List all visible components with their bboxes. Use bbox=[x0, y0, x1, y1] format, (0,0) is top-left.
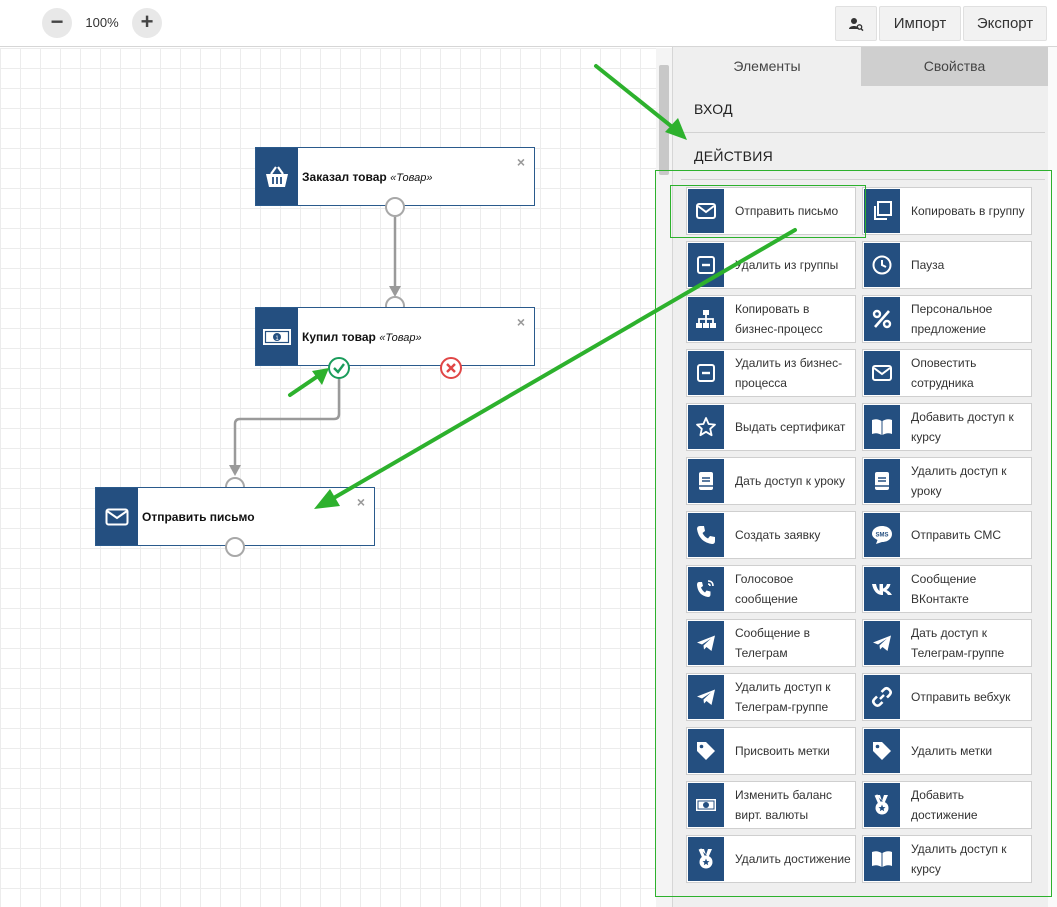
failure-port-icon[interactable] bbox=[439, 356, 463, 380]
action-card[interactable]: Отправить вебхук bbox=[862, 673, 1032, 721]
action-card[interactable]: Сообщение ВКонтакте bbox=[862, 565, 1032, 613]
action-card[interactable]: Удалить доступ к Телеграм-группе bbox=[686, 673, 856, 721]
action-card-label: Добавить достижение bbox=[911, 788, 978, 822]
lesson-icon bbox=[864, 459, 900, 503]
action-card-label: Отправить СМС bbox=[911, 528, 1002, 542]
zoom-out-button[interactable]: − bbox=[42, 8, 72, 38]
action-card[interactable]: Оповестить сотрудника bbox=[862, 349, 1032, 397]
envelope-icon bbox=[96, 488, 138, 545]
export-button[interactable]: Экспорт bbox=[963, 6, 1047, 41]
action-card-label: Удалить метки bbox=[911, 744, 993, 758]
node-close-button[interactable]: × bbox=[516, 154, 525, 170]
phone-icon bbox=[688, 513, 724, 557]
node-title: Заказал товар «Товар» bbox=[302, 170, 433, 184]
sms-icon: SMS bbox=[864, 513, 900, 557]
telegram-icon bbox=[688, 621, 724, 665]
action-card[interactable]: Удалить достижение bbox=[686, 835, 856, 883]
action-card-label: Присвоить метки bbox=[735, 744, 830, 758]
action-card[interactable]: Пауза bbox=[862, 241, 1032, 289]
book-icon bbox=[864, 405, 900, 449]
action-card[interactable]: Персональное предложение bbox=[862, 295, 1032, 343]
action-card[interactable]: Удалить метки bbox=[862, 727, 1032, 775]
action-card-label: Дать доступ к Телеграм-группе bbox=[911, 626, 1005, 660]
action-card[interactable]: Изменить баланс вирт. валюты bbox=[686, 781, 856, 829]
action-card-label: Создать заявку bbox=[735, 528, 821, 542]
money-icon: 1 bbox=[256, 308, 298, 365]
action-card-label: Копировать в группу bbox=[911, 204, 1025, 218]
zoom-level: 100% bbox=[85, 15, 119, 30]
zoom-in-button[interactable]: + bbox=[132, 8, 162, 38]
import-button[interactable]: Импорт bbox=[879, 6, 961, 41]
action-card-label: Удалить доступ к курсу bbox=[911, 842, 1007, 876]
action-card[interactable]: Копировать в группу bbox=[862, 187, 1032, 235]
section-input[interactable]: ВХОД bbox=[694, 101, 733, 117]
send-email-highlight-frame bbox=[670, 185, 866, 238]
telegram-icon bbox=[688, 675, 724, 719]
action-card[interactable]: Дать доступ к Телеграм-группе bbox=[862, 619, 1032, 667]
voice-call-icon bbox=[688, 567, 724, 611]
action-card[interactable]: Добавить доступ к курсу bbox=[862, 403, 1032, 451]
copy-icon bbox=[864, 189, 900, 233]
find-user-button[interactable] bbox=[835, 6, 877, 41]
telegram-icon bbox=[864, 621, 900, 665]
action-card[interactable]: Присвоить метки bbox=[686, 727, 856, 775]
action-card-label: Отправить письмо bbox=[735, 204, 839, 218]
action-card-label: Добавить доступ к курсу bbox=[911, 410, 1014, 444]
tag-icon bbox=[688, 729, 724, 773]
action-card-label: Отправить вебхук bbox=[911, 690, 1011, 704]
section-actions[interactable]: ДЕЙСТВИЯ bbox=[694, 148, 773, 164]
canvas-scrollbar-thumb[interactable] bbox=[659, 65, 669, 175]
action-card-label: Пауза bbox=[911, 258, 945, 272]
tag-icon bbox=[864, 729, 900, 773]
action-card[interactable]: Создать заявку bbox=[686, 511, 856, 559]
actions-highlight-frame bbox=[655, 170, 1052, 897]
divider bbox=[681, 179, 1045, 180]
action-card[interactable]: Отправить письмо bbox=[686, 187, 856, 235]
action-card-label: Персональное предложение bbox=[911, 302, 993, 336]
svg-text:1: 1 bbox=[275, 336, 279, 342]
action-card-label: Оповестить сотрудника bbox=[911, 356, 977, 390]
action-card-label: Удалить достижение bbox=[735, 852, 851, 866]
action-card-label: Удалить доступ к уроку bbox=[911, 464, 1007, 498]
toolbar: − 100% + Импорт Экспорт bbox=[0, 0, 1057, 47]
percent-icon bbox=[864, 297, 900, 341]
action-card[interactable]: Удалить доступ к уроку bbox=[862, 457, 1032, 505]
workflow-node-ordered-product[interactable]: Заказал товар «Товар» × bbox=[255, 147, 535, 206]
action-card[interactable]: Добавить достижение bbox=[862, 781, 1032, 829]
medal-icon bbox=[864, 783, 900, 827]
vk-icon bbox=[864, 567, 900, 611]
action-card[interactable]: SMS Отправить СМС bbox=[862, 511, 1032, 559]
action-card[interactable]: Сообщение в Телеграм bbox=[686, 619, 856, 667]
svg-text:SMS: SMS bbox=[875, 533, 888, 539]
tab-elements[interactable]: Элементы bbox=[673, 47, 861, 86]
node-title: Отправить письмо bbox=[142, 510, 255, 524]
node-close-button[interactable]: × bbox=[516, 314, 525, 330]
action-card[interactable]: Голосовое сообщение bbox=[686, 565, 856, 613]
action-card-label: Сообщение ВКонтакте bbox=[911, 572, 977, 606]
node-close-button[interactable]: × bbox=[356, 494, 365, 510]
envelope-icon bbox=[864, 351, 900, 395]
node-title: Купил товар «Товар» bbox=[302, 330, 422, 344]
tab-properties[interactable]: Свойства bbox=[861, 47, 1048, 86]
node-output-port[interactable] bbox=[385, 197, 405, 217]
divider bbox=[681, 132, 1045, 133]
action-card-label: Изменить баланс вирт. валюты bbox=[735, 788, 833, 822]
action-card[interactable]: Удалить доступ к курсу bbox=[862, 835, 1032, 883]
action-card-label: Голосовое сообщение bbox=[735, 572, 798, 606]
user-search-icon bbox=[849, 18, 864, 32]
workflow-node-bought-product[interactable]: 1 Купил товар «Товар» × bbox=[255, 307, 535, 366]
sidebar-scrollbar[interactable] bbox=[1048, 47, 1057, 907]
link-icon bbox=[864, 675, 900, 719]
book-icon bbox=[864, 837, 900, 881]
basket-icon bbox=[256, 148, 298, 205]
success-port-icon[interactable] bbox=[327, 356, 351, 380]
envelope-icon bbox=[688, 189, 724, 233]
action-card-label: Сообщение в Телеграм bbox=[735, 626, 811, 660]
medal-icon bbox=[688, 837, 724, 881]
action-card-label: Удалить доступ к Телеграм-группе bbox=[735, 680, 831, 714]
node-output-port[interactable] bbox=[225, 537, 245, 557]
money-icon bbox=[688, 783, 724, 827]
clock-icon bbox=[864, 243, 900, 287]
